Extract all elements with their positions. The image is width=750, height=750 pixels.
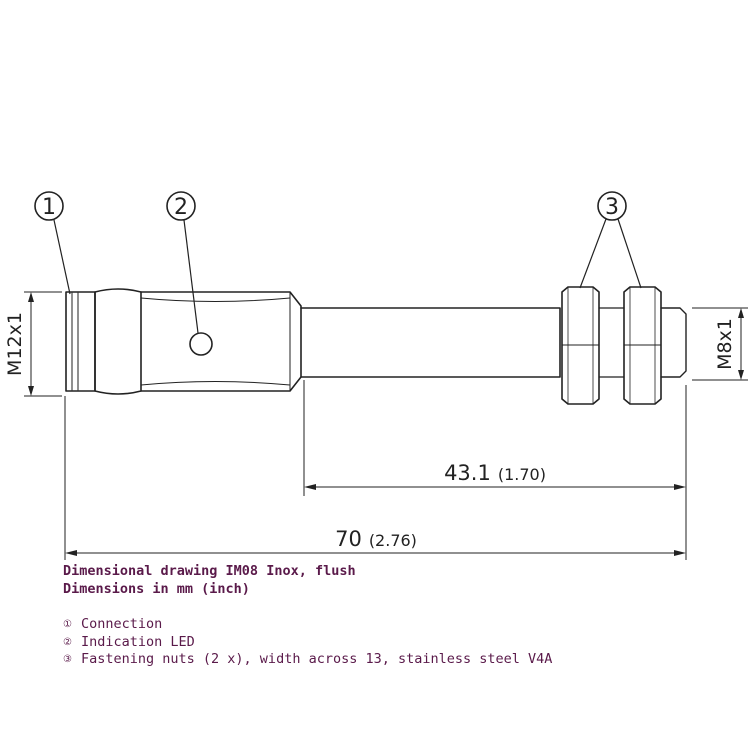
svg-text:M12x1: M12x1	[4, 312, 26, 376]
dimension-total-length: 70 (2.76)	[65, 527, 686, 556]
callout-1: 1	[34, 191, 71, 295]
indication-led	[189, 332, 213, 356]
dimension-thread-main: M12x1	[4, 291, 62, 397]
caption: Dimensional drawing IM08 Inox, flush Dim…	[63, 562, 743, 669]
sensor-housing	[140, 291, 302, 392]
callout-2: 2	[166, 191, 199, 334]
connector-end	[65, 291, 96, 392]
dimension-body-length: 43.1 (1.70)	[304, 461, 686, 490]
sensor-front-cylinder	[300, 307, 561, 378]
fastening-nut-2	[623, 286, 662, 405]
svg-text:70 (2.76): 70 (2.76)	[335, 527, 417, 551]
svg-text:43.1 (1.70): 43.1 (1.70)	[444, 461, 546, 485]
fastening-nut-1	[561, 286, 600, 405]
svg-text:2: 2	[174, 195, 188, 220]
svg-text:1: 1	[42, 195, 56, 220]
caption-title: Dimensional drawing IM08 Inox, flush	[63, 563, 356, 579]
callout-3: 3	[579, 191, 642, 289]
svg-text:3: 3	[605, 195, 619, 220]
caption-units: Dimensions in mm (inch)	[63, 581, 250, 597]
connector-collar	[94, 288, 142, 395]
dimensional-drawing: 1 2 3 M12x1 M8x1	[4, 191, 748, 560]
dimension-thread-end: M8x1	[692, 307, 748, 381]
svg-text:M8x1: M8x1	[714, 318, 736, 370]
